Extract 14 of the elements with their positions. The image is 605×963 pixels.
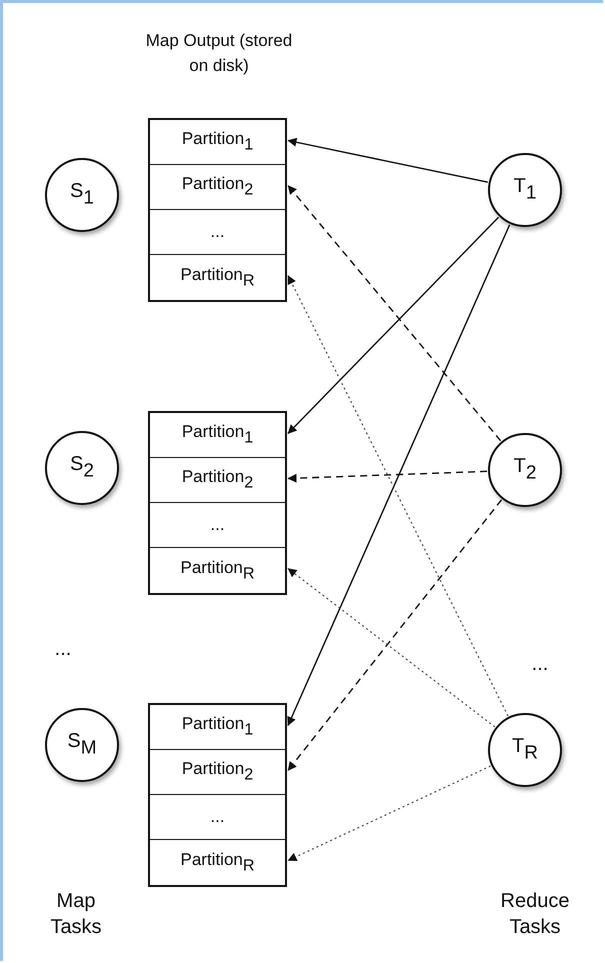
arrow [288,568,496,728]
column-label: Reduce Tasks [500,889,570,940]
stack-heading: Map Output (stored on disk) [144,30,294,77]
arrow [288,138,488,183]
arrow [287,185,502,442]
ellipsis-text: ... [530,652,550,677]
ellipsis-text: ... [54,637,72,662]
map-output-stack [148,411,287,595]
arrow [288,216,499,434]
arrow [287,499,502,771]
column-label: Map Tasks [49,889,103,940]
arrow [288,766,491,861]
map-output-stack [148,703,287,887]
arrow [288,470,488,483]
